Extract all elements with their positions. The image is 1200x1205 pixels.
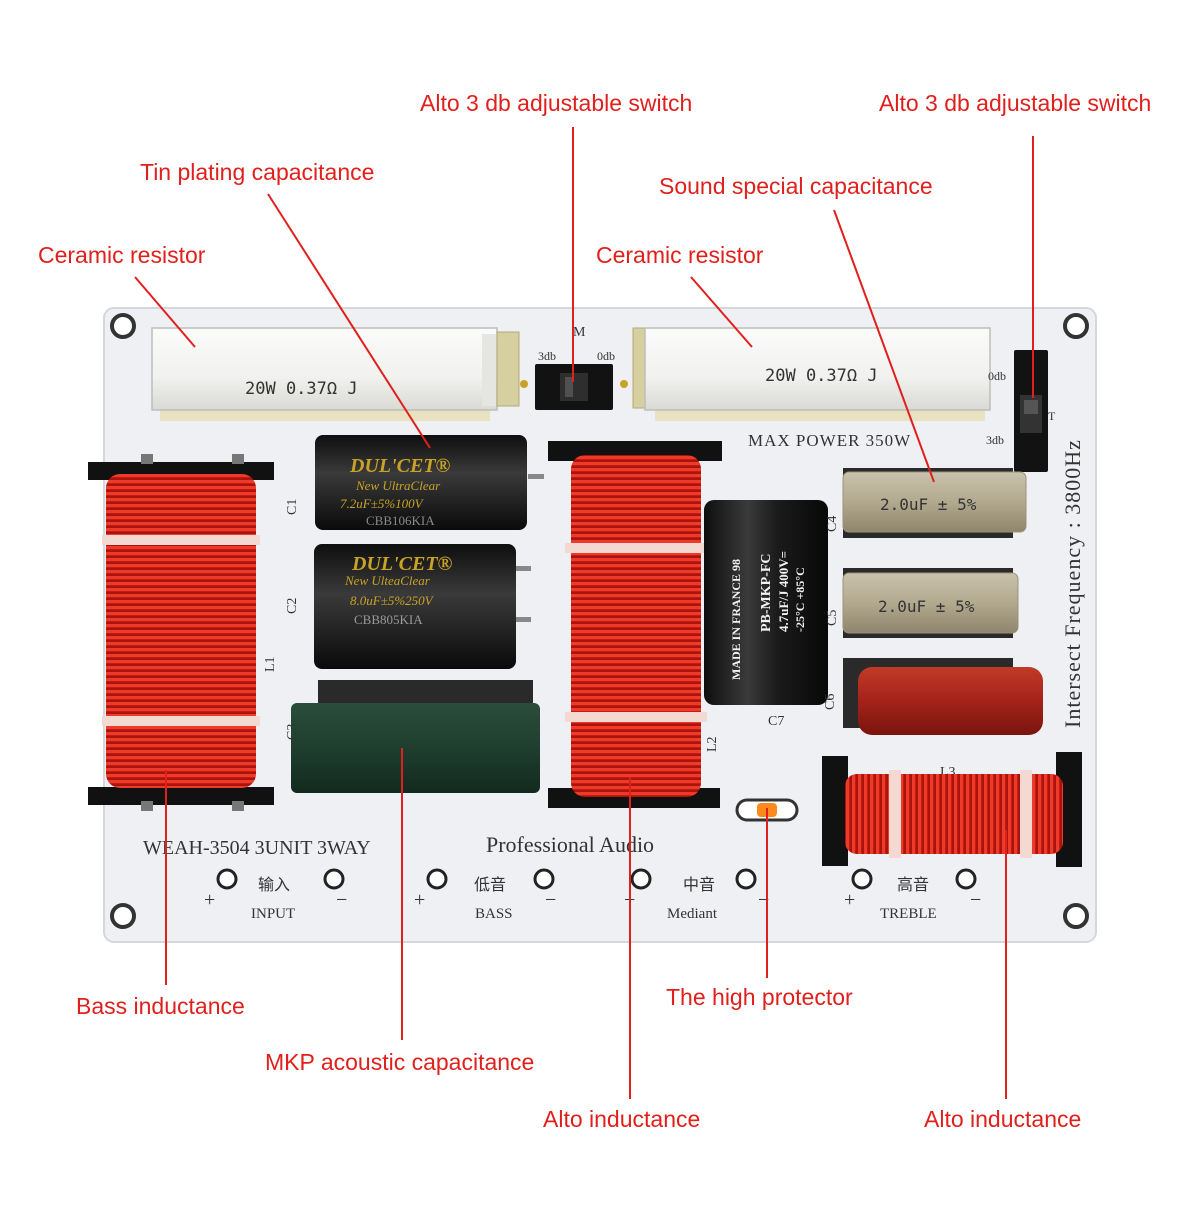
- c2-value: 8.0uF±5%250V: [350, 593, 435, 608]
- c2-part: CBB805KIA: [354, 612, 423, 627]
- leader-tin-cap: [267, 193, 431, 449]
- callout-ceramic-right: Ceramic resistor: [596, 242, 764, 268]
- leader-ceramic-left: [134, 276, 196, 348]
- capacitor-c2: DUL'CET® New UlteaClear 8.0uF±5%250V CBB…: [314, 544, 531, 669]
- designator-c2: C2: [285, 598, 300, 614]
- designator-c3-left: C3: [285, 724, 300, 740]
- c1-part: CBB106KIA: [366, 513, 435, 528]
- treble-cn-label: 高音: [897, 876, 929, 894]
- designator-c7: C7: [768, 714, 784, 729]
- c2-brand: DUL'CET®: [351, 553, 453, 575]
- callout-tin-cap: Tin plating capacitance: [140, 159, 375, 185]
- capacitor-c7: PB-MKP-FC 4.7uF/J 400V= -25°C +85°C MADE…: [704, 500, 828, 705]
- designator-l1: L1: [263, 656, 278, 672]
- designator-c4: C4: [825, 516, 840, 532]
- callout-alto-ind-right: Alto inductance: [924, 1106, 1082, 1132]
- switch-t-bottom-label: 3db: [986, 433, 1004, 447]
- designator-c5: C5: [825, 610, 840, 626]
- treble-minus: −: [970, 889, 981, 911]
- adjustable-switch-t: 0db T 3db: [986, 350, 1056, 472]
- ceramic-resistor-left: 20W 0.37Ω J: [151, 327, 520, 421]
- bass-cn-label: 低音: [474, 876, 506, 894]
- capacitor-c6: [858, 667, 1043, 735]
- model-label: WEAH-3504 3UNIT 3WAY: [143, 837, 371, 859]
- leader-ceramic-right: [690, 276, 753, 348]
- callout-ceramic-left: Ceramic resistor: [38, 242, 206, 268]
- callout-bass-ind: Bass inductance: [76, 993, 245, 1019]
- callout-alto-ind-mid: Alto inductance: [543, 1106, 701, 1132]
- intersect-frequency-label: Intersect Frequency : 3800Hz: [1060, 439, 1085, 728]
- switch-m-top-label: M: [573, 325, 586, 340]
- c1-value: 7.2uF±5%100V: [340, 496, 425, 511]
- capacitor-c1: DUL'CET® New UltraClear 7.2uF±5%100V CBB…: [315, 435, 544, 530]
- input-plus: +: [204, 889, 215, 911]
- mediant-cn-label: 中音: [683, 876, 715, 894]
- mediant-en-label: Mediant: [667, 906, 718, 922]
- bass-plus: +: [414, 889, 425, 911]
- input-minus: −: [336, 889, 347, 911]
- treble-plus: +: [844, 889, 855, 911]
- sound-special-capacitor-2: 2.0uF ± 5%: [842, 572, 1019, 634]
- terminal-bass: + − 低音 BASS: [414, 868, 556, 922]
- switch-t-top-label: 0db: [988, 369, 1006, 383]
- callout-switch-m: Alto 3 db adjustable switch: [420, 90, 693, 116]
- switch-t-letter: T: [1048, 409, 1056, 423]
- callout-switch-t: Alto 3 db adjustable switch: [879, 90, 1152, 116]
- leader-lines: [134, 127, 1034, 1099]
- leader-sound-cap: [833, 209, 935, 483]
- designator-c1: C1: [285, 499, 300, 515]
- c2-line: New UlteaClear: [344, 573, 431, 588]
- c7-line2: 4.7uF/J 400V=: [776, 551, 791, 632]
- bass-en-label: BASS: [475, 906, 513, 922]
- callout-mkp-cap: MKP acoustic capacitance: [265, 1049, 535, 1075]
- treble-en-label: TREBLE: [880, 906, 937, 922]
- max-power-label: MAX POWER 350W: [748, 431, 911, 450]
- bass-inductor-l1: [88, 454, 274, 811]
- bass-minus: −: [545, 889, 556, 911]
- terminal-input: + − 输入 INPUT: [204, 868, 347, 922]
- alto-inductor-l2: [548, 441, 722, 808]
- designator-l2: L2: [705, 736, 720, 752]
- mediant-minus: −: [758, 889, 769, 911]
- c7-line3: -25°C +85°C: [793, 567, 807, 632]
- resistor-right-value: 20W 0.37Ω J: [765, 366, 878, 386]
- c1-line: New UltraClear: [355, 478, 441, 493]
- mkp-capacitor: [291, 703, 540, 793]
- switch-m-left-label: 3db: [538, 349, 556, 363]
- mounting-holes: [110, 313, 1089, 929]
- sand-cap-1-value: 2.0uF ± 5%: [880, 495, 977, 514]
- c1-brand: DUL'CET®: [349, 455, 451, 477]
- terminal-treble: + − 高音 TREBLE: [844, 868, 981, 922]
- resistor-left-value: 20W 0.37Ω J: [245, 379, 358, 399]
- switch-m-right-label: 0db: [597, 349, 615, 363]
- input-en-label: INPUT: [251, 906, 295, 922]
- callout-protector: The high protector: [666, 984, 853, 1010]
- designator-c6: C6: [823, 694, 838, 710]
- brand-label: Professional Audio: [486, 832, 654, 857]
- alto-inductor-l3: L3: [822, 752, 1082, 867]
- sand-cap-2-value: 2.0uF ± 5%: [878, 597, 975, 616]
- input-cn-label: 输入: [258, 876, 290, 894]
- c7-line4: MADE IN FRANCE 98: [729, 559, 743, 680]
- ceramic-resistor-right: 20W 0.37Ω J: [632, 327, 991, 421]
- c7-line1: PB-MKP-FC: [759, 553, 774, 632]
- adjustable-switch-m: M 3db 0db: [520, 325, 628, 410]
- sound-special-capacitor-1: 2.0uF ± 5%: [842, 471, 1027, 533]
- callout-sound-cap: Sound special capacitance: [659, 173, 933, 199]
